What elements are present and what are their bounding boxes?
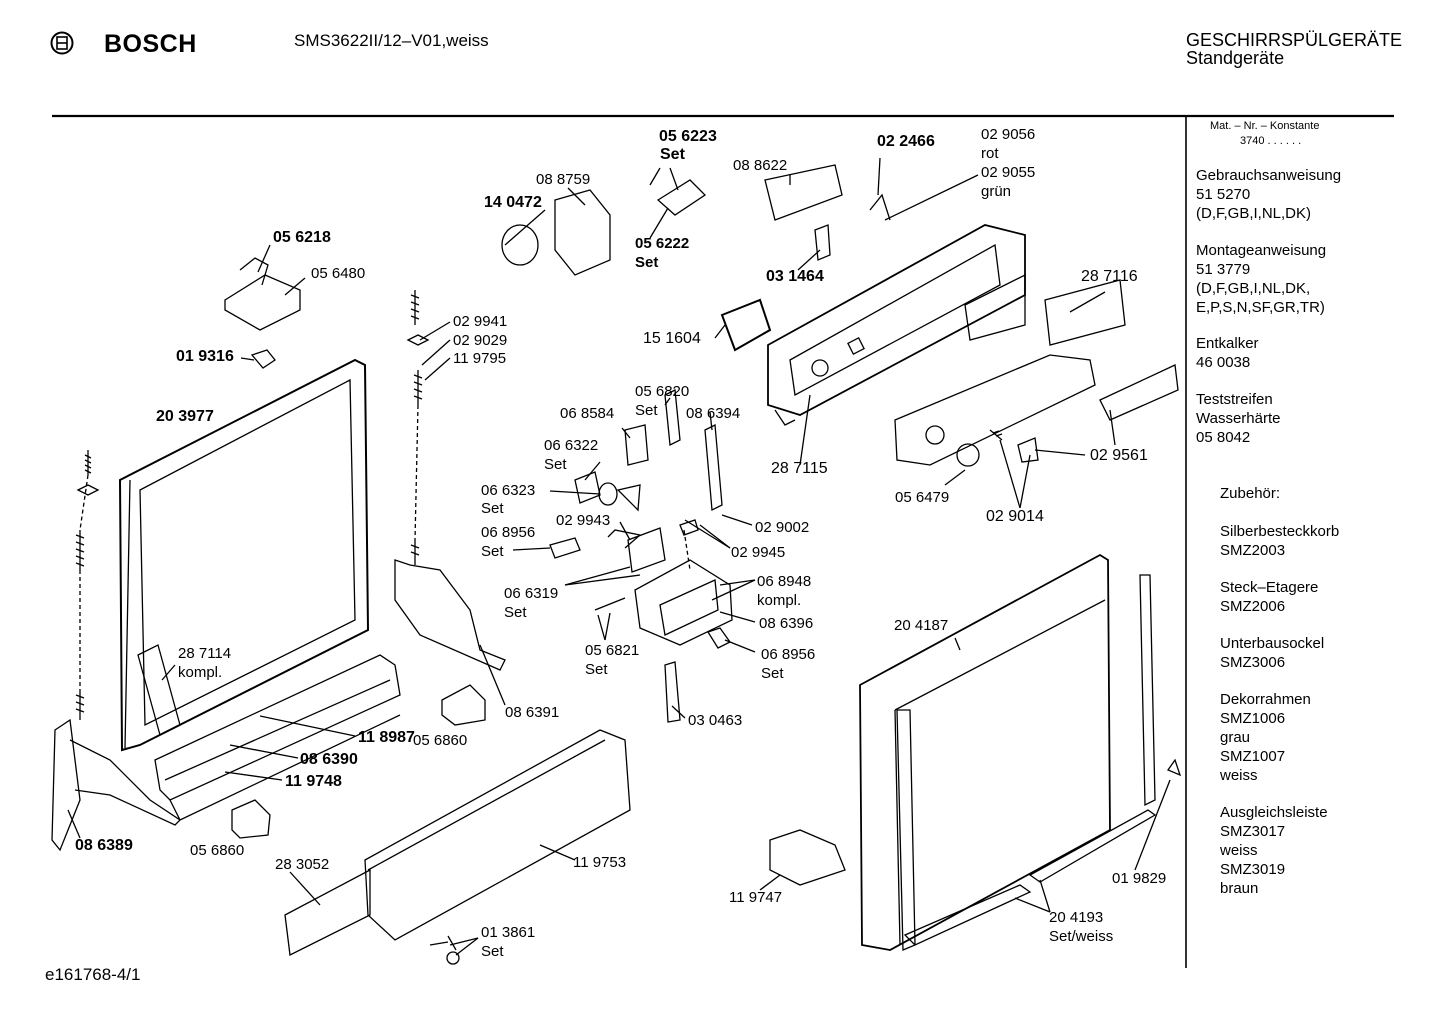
mat-label: Mat. – Nr. – Konstante bbox=[1210, 120, 1320, 132]
part-label: 02 9943 bbox=[556, 512, 611, 529]
brand-name: BOSCH bbox=[104, 30, 197, 58]
part-label: 05 6860 bbox=[190, 842, 245, 859]
part-label: 03 1464 bbox=[766, 268, 824, 285]
part-label: 05 6820 bbox=[635, 383, 690, 400]
part-label: 06 6322 bbox=[544, 437, 599, 454]
part-label: 11 9748 bbox=[285, 773, 342, 790]
part-label: 02 9056 bbox=[981, 126, 1036, 143]
part-label: 11 9747 bbox=[729, 889, 783, 906]
part-label: Set bbox=[585, 661, 608, 678]
part-label: Set bbox=[635, 254, 659, 271]
part-label: 05 6222 bbox=[635, 235, 690, 252]
part-label: 02 2466 bbox=[877, 133, 935, 150]
part-label: 11 9753 bbox=[573, 854, 627, 871]
part-label: Set bbox=[481, 943, 504, 960]
part-label: 08 6394 bbox=[686, 405, 741, 422]
part-label: 02 9941 bbox=[453, 313, 508, 330]
part-label: grün bbox=[981, 183, 1012, 200]
part-label: 06 8584 bbox=[560, 405, 615, 422]
part-label: 08 6389 bbox=[75, 837, 133, 854]
doc-block-install: Montageanweisung 51 3779 (D,F,GB,I,NL,DK… bbox=[1196, 242, 1327, 316]
part-label: 28 3052 bbox=[275, 856, 330, 873]
accessory-item: Silberbesteckkorb SMZ2003 bbox=[1220, 523, 1340, 559]
drawing-code: e161768-4/1 bbox=[45, 965, 141, 984]
part-label: kompl. bbox=[757, 592, 802, 609]
part-label: 02 9014 bbox=[986, 508, 1044, 525]
part-label: 05 6821 bbox=[585, 642, 640, 659]
part-label: Set bbox=[481, 543, 504, 560]
part-label: 02 9945 bbox=[731, 544, 786, 561]
part-label: 28 7115 bbox=[771, 460, 828, 477]
part-label: Set bbox=[660, 146, 685, 163]
part-label: 06 6323 bbox=[481, 482, 536, 499]
part-label: 02 9029 bbox=[453, 332, 508, 349]
part-label: kompl. bbox=[178, 664, 223, 681]
part-label: Set bbox=[481, 500, 504, 517]
part-label: 08 8759 bbox=[536, 171, 591, 188]
bosch-logo-icon bbox=[50, 31, 74, 55]
mat-value: 3740 . . . . . . bbox=[1240, 135, 1302, 147]
accessory-item: Unterbausockel SMZ3006 bbox=[1220, 635, 1325, 671]
part-label: Set bbox=[761, 665, 784, 682]
part-label: 02 9002 bbox=[755, 519, 810, 536]
model-number: SMS3622II/12–V01,weiss bbox=[294, 31, 489, 50]
part-label: 06 8956 bbox=[481, 524, 536, 541]
part-label: 28 7116 bbox=[1081, 268, 1138, 285]
part-label: 11 9795 bbox=[453, 350, 507, 367]
accessory-item: Dekorrahmen SMZ1006 grau SMZ1007 weiss bbox=[1220, 691, 1311, 784]
part-label: 20 4187 bbox=[894, 617, 949, 634]
part-label: 11 8987 bbox=[358, 729, 415, 746]
part-label: Set bbox=[544, 456, 567, 473]
accessory-item: Steck–Etagere SMZ2006 bbox=[1220, 579, 1319, 615]
part-label: 08 6390 bbox=[300, 751, 358, 768]
part-label: 03 0463 bbox=[688, 712, 743, 729]
part-label: 06 8948 bbox=[757, 573, 812, 590]
part-label: 01 9829 bbox=[1112, 870, 1167, 887]
part-label: Set/weiss bbox=[1049, 928, 1114, 945]
part-label: 20 3977 bbox=[156, 408, 214, 425]
part-label: 02 9055 bbox=[981, 164, 1036, 181]
part-label: 02 9561 bbox=[1090, 447, 1148, 464]
category-title: GESCHIRRSPÜLGERÄTE bbox=[1186, 30, 1403, 50]
part-label: Set bbox=[635, 402, 658, 419]
category-subtitle: Standgeräte bbox=[1186, 48, 1285, 68]
part-label: rot bbox=[981, 145, 999, 162]
part-label: 14 0472 bbox=[484, 194, 542, 211]
part-label: 28 7114 bbox=[178, 645, 232, 662]
part-label: 01 3861 bbox=[481, 924, 536, 941]
part-label: 06 6319 bbox=[504, 585, 559, 602]
part-label: 08 8622 bbox=[733, 157, 788, 174]
part-label: 06 8956 bbox=[761, 646, 816, 663]
part-label: 01 9316 bbox=[176, 348, 234, 365]
part-label: 20 4193 bbox=[1049, 909, 1104, 926]
accessories-title: Zubehör: bbox=[1220, 485, 1281, 502]
part-label: 05 6860 bbox=[413, 732, 468, 749]
doc-block-manual: Gebrauchsanweisung 51 5270 (D,F,GB,I,NL,… bbox=[1196, 167, 1342, 222]
part-label: 08 6396 bbox=[759, 615, 814, 632]
part-label: 15 1604 bbox=[643, 330, 701, 347]
part-label: 08 6391 bbox=[505, 704, 560, 721]
doc-block-descaler: Entkalker 46 0038 bbox=[1196, 335, 1259, 371]
part-label: 05 6480 bbox=[311, 265, 366, 282]
part-label: 05 6218 bbox=[273, 229, 331, 246]
part-label: 05 6223 bbox=[659, 128, 717, 145]
doc-block-teststrips: Teststreifen Wasserhärte 05 8042 bbox=[1196, 391, 1281, 446]
part-label: Set bbox=[504, 604, 527, 621]
part-label: 05 6479 bbox=[895, 489, 950, 506]
accessory-item: Ausgleichsleiste SMZ3017 weiss SMZ3019 b… bbox=[1220, 804, 1328, 897]
